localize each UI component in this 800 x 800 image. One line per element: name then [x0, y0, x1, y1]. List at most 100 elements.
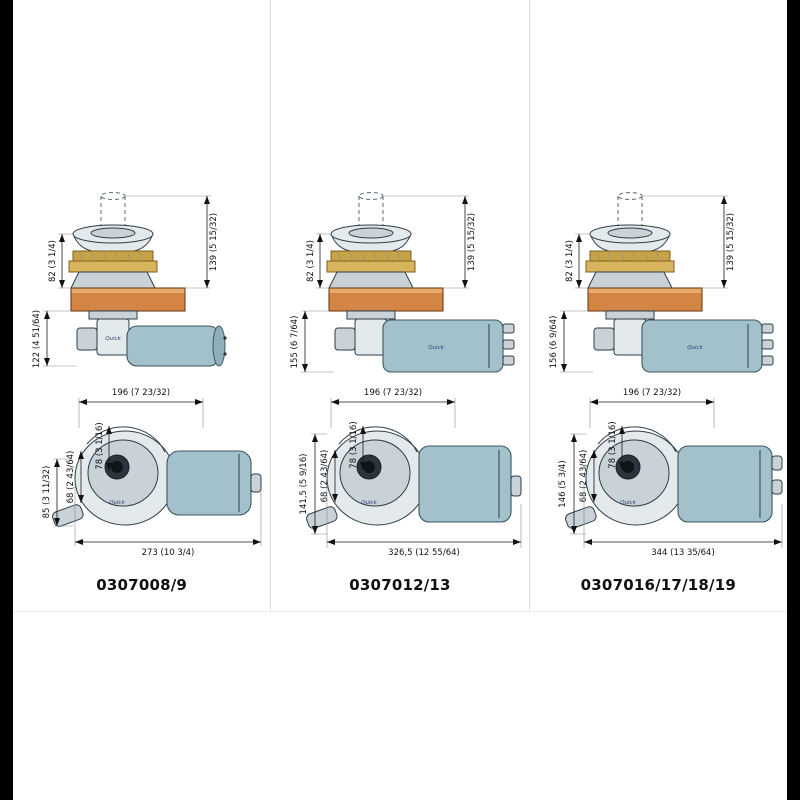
dim-offset-b: 68 (2 43/64) — [320, 450, 330, 503]
dim-below-deck: 156 (6 9/64) — [549, 316, 559, 369]
dim-total-height: 139 (5 15/32) — [726, 213, 736, 271]
brand-logo: Quick — [687, 345, 703, 351]
side-view-dimensions: 139 (5 15/32) 82 (3 1/4) 156 (6 9/64) — [549, 195, 736, 373]
underdeck-flange — [88, 310, 138, 320]
left-black-bar — [0, 0, 13, 800]
gypsy-teeth — [337, 250, 402, 262]
brand-logo: Quick — [620, 500, 636, 506]
motor-end-cap — [212, 325, 226, 367]
gypsy-lower — [326, 260, 416, 273]
terminal-dot — [223, 336, 227, 340]
chain-pipe — [52, 504, 84, 527]
windlass-drawing-2: Quick 139 (5 15/32) 82 (3 1/4) 155 (6 7/… — [290, 192, 522, 558]
rope-top — [617, 192, 643, 200]
deck-front — [71, 293, 186, 311]
side-view: Quick — [68, 192, 227, 367]
plan-view-dimensions: 196 (7 23/32) 78 (3 1/16) 68 (2 43/64) 8… — [42, 388, 262, 558]
cap-arc — [86, 426, 166, 453]
plan-view-dimensions: 196 (7 23/32) 78 (3 1/16) 68 (2 43/64) 1… — [299, 388, 522, 558]
gypsy-lower — [585, 260, 675, 273]
gearbox-housing — [354, 318, 388, 356]
plan-view: Quick — [306, 426, 522, 529]
dim-top-width: 196 (7 23/32) — [112, 388, 170, 398]
deck-front — [587, 293, 702, 311]
drum-cap-inner — [348, 227, 394, 239]
dim-below-deck: 155 (6 7/64) — [290, 316, 300, 369]
chain-pipe — [564, 506, 597, 529]
dim-total-height: 139 (5 15/32) — [209, 213, 219, 271]
connector-knob — [761, 339, 774, 350]
deck-top — [329, 288, 444, 293]
dim-top-width: 196 (7 23/32) — [623, 388, 681, 398]
base-cone — [70, 271, 156, 289]
cap-arc — [597, 426, 677, 453]
side-view: Quick — [585, 192, 774, 373]
model-number: 0307016/17/18/19 — [580, 576, 736, 594]
product-panel-0307008: Quick 139 (5 15/32) 82 (3 1/4) 122 (4 51… — [13, 0, 270, 611]
brand-logo: Quick — [105, 336, 121, 342]
gypsy-teeth — [595, 250, 661, 262]
dim-overall-length: 273 (10 3/4) — [142, 548, 195, 558]
dim-offset-a: 78 (3 1/16) — [349, 421, 359, 468]
dim-below-deck: 122 (4 51/64) — [32, 310, 42, 368]
motor-nub — [250, 473, 262, 493]
plan-view: Quick — [52, 426, 262, 527]
motor-nub — [510, 475, 522, 497]
base-cone — [587, 271, 673, 289]
brand-logo: Quick — [429, 345, 445, 351]
drum-cap-inner — [607, 227, 653, 239]
dim-above-deck: 82 (3 1/4) — [565, 240, 575, 282]
dim-left-height: 146 (5 3/4) — [558, 460, 568, 507]
side-view: Quick — [326, 192, 515, 373]
rope-phantom — [358, 196, 384, 230]
dim-top-width: 196 (7 23/32) — [364, 388, 422, 398]
plan-view-dimensions: 196 (7 23/32) 78 (3 1/16) 68 (2 43/64) 1… — [558, 388, 783, 558]
left-cap — [593, 327, 615, 351]
drum-cap-inner — [90, 227, 136, 239]
model-number: 0307008/9 — [96, 576, 188, 594]
rope-top — [100, 192, 126, 200]
gearbox-housing — [613, 318, 647, 356]
product-panel-0307012: Quick 139 (5 15/32) 82 (3 1/4) 155 (6 7/… — [270, 0, 528, 611]
gypsy-lower — [68, 260, 158, 273]
product-panel-0307016: Quick 139 (5 15/32) 82 (3 1/4) 156 (6 9/… — [528, 0, 787, 611]
terminal-dot — [223, 352, 227, 356]
dim-above-deck: 82 (3 1/4) — [48, 240, 58, 282]
dim-overall-length: 326,5 (12 55/64) — [389, 548, 461, 558]
connector-knob — [502, 323, 515, 334]
gypsy-teeth — [78, 250, 144, 262]
left-cap — [334, 327, 356, 351]
motor-body — [677, 445, 773, 523]
rope-top — [358, 192, 384, 200]
brand-logo: Quick — [362, 500, 378, 506]
right-black-bar — [787, 0, 800, 800]
dim-left-height: 85 (3 11/32) — [42, 466, 52, 519]
dim-offset-b: 68 (2 43/64) — [579, 450, 589, 503]
side-view-dimensions: 139 (5 15/32) 82 (3 1/4) 155 (6 7/64) — [290, 195, 477, 373]
underdeck-flange — [605, 310, 655, 320]
connector-knob — [502, 339, 515, 350]
chain-pipe — [306, 506, 339, 529]
motor-nub — [771, 455, 783, 471]
brand-logo: Quick — [109, 500, 125, 506]
base-cone — [328, 271, 415, 289]
left-cap — [76, 327, 98, 351]
dim-offset-a: 78 (3 1/16) — [95, 422, 105, 469]
dim-left-height: 141,5 (5 9/16) — [299, 454, 309, 515]
deck-top — [587, 288, 702, 293]
motor-body — [418, 445, 513, 523]
connector-knob — [502, 355, 515, 366]
product-columns: Quick 139 (5 15/32) 82 (3 1/4) 122 (4 51… — [13, 0, 787, 612]
connector-knob — [761, 323, 774, 334]
plan-view: Quick — [564, 426, 783, 529]
windlass-drawing-3: Quick 139 (5 15/32) 82 (3 1/4) 156 (6 9/… — [549, 192, 783, 558]
dim-offset-a: 78 (3 1/16) — [608, 421, 618, 468]
dim-overall-length: 344 (13 35/64) — [651, 548, 715, 558]
deck-top — [71, 288, 186, 293]
cap-arc — [339, 426, 418, 453]
deck-front — [329, 293, 444, 311]
side-view-dimensions: 139 (5 15/32) 82 (3 1/4) 122 (4 51/64) — [32, 195, 219, 368]
model-number: 0307012/13 — [349, 576, 451, 594]
rope-phantom — [617, 196, 643, 230]
